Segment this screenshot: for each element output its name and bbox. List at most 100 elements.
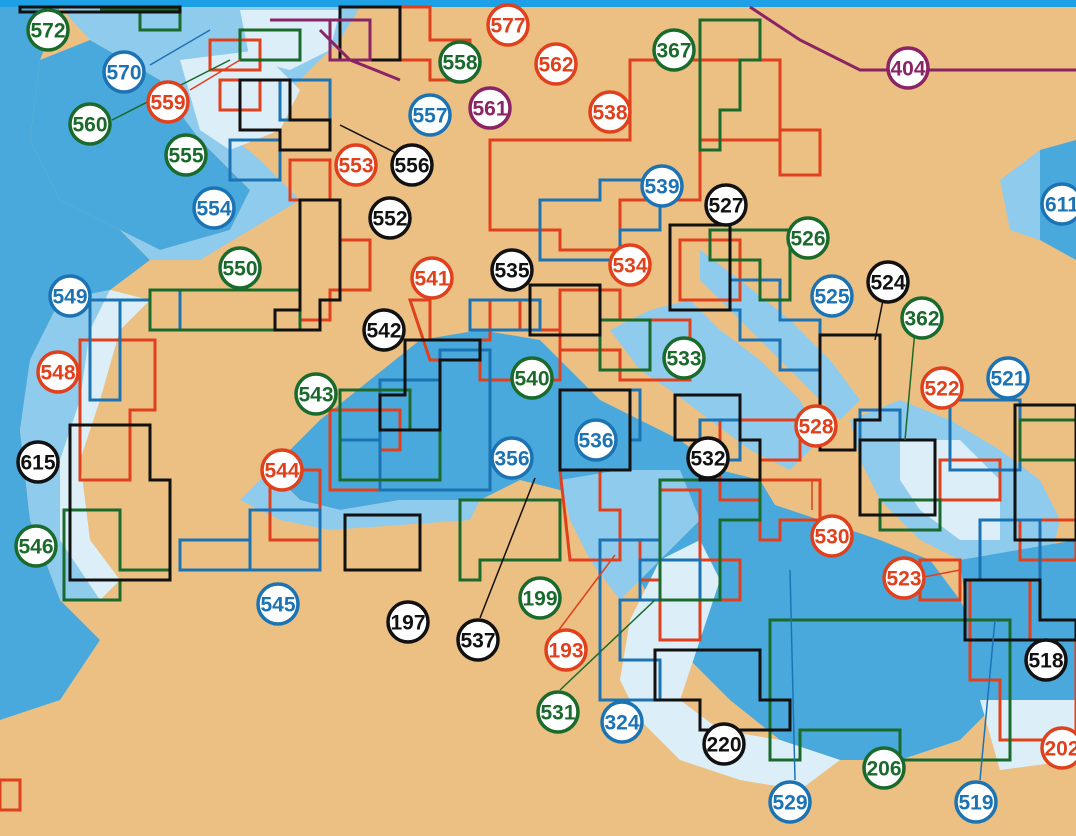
chart-label-537: 537 (456, 618, 500, 662)
chart-label-ring (794, 404, 838, 448)
chart-label-543: 543 (294, 372, 338, 416)
chart-label-ring (468, 86, 512, 130)
chart-label-number: 557 (412, 105, 447, 128)
chart-label-560: 560 (68, 102, 112, 146)
chart-label-529: 529 (768, 780, 812, 824)
chart-label-524: 524 (866, 260, 910, 304)
chart-label-202: 202 (1040, 726, 1076, 770)
chart-label-550: 550 (218, 246, 262, 290)
chart-label-number: 560 (72, 114, 107, 137)
chart-label-562: 562 (534, 42, 578, 86)
chart-label-number: 524 (870, 272, 905, 295)
chart-label-523: 523 (882, 556, 926, 600)
chart-label-558: 558 (438, 40, 482, 84)
chart-label-ring (866, 260, 910, 304)
chart-label-number: 561 (472, 98, 507, 121)
chart-label-number: 549 (52, 286, 87, 309)
chart-label-525: 525 (810, 274, 854, 318)
chart-label-ring (16, 440, 60, 484)
chart-label-ring (256, 582, 300, 626)
chart-label-542: 542 (362, 308, 406, 352)
chart-label-559: 559 (146, 80, 190, 124)
chart-label-ring (192, 186, 236, 230)
chart-label-ring (510, 356, 554, 400)
chart-label-557: 557 (408, 93, 452, 137)
chart-label-ring (920, 366, 964, 410)
chart-label-number: 538 (592, 102, 627, 125)
chart-label-ring (954, 780, 998, 824)
chart-label-522: 522 (920, 366, 964, 410)
chart-label-number: 206 (866, 758, 901, 781)
chart-label-615: 615 (16, 440, 60, 484)
chart-label-ring (294, 372, 338, 416)
chart-label-ring (386, 600, 430, 644)
chart-label-ring (786, 216, 830, 260)
chart-label-ring (490, 436, 534, 480)
chart-label-number: 529 (772, 792, 807, 815)
chart-label-554: 554 (192, 186, 236, 230)
chart-label-531: 531 (536, 690, 580, 734)
chart-label-number: 548 (40, 362, 75, 385)
chart-label-number: 550 (222, 258, 257, 281)
chart-label-ring (490, 248, 534, 292)
chart-label-number: 562 (538, 54, 573, 77)
chart-label-number: 527 (708, 195, 743, 218)
chart-label-538: 538 (588, 90, 632, 134)
chart-label-number: 202 (1044, 738, 1076, 761)
chart-label-ring (518, 576, 562, 620)
chart-label-number: 530 (814, 526, 849, 549)
chart-label-number: 532 (690, 448, 725, 471)
chart-label-ring (362, 308, 406, 352)
chart-label-number: 556 (394, 155, 429, 178)
chart-label-ring (36, 350, 80, 394)
chart-label-number: 525 (814, 286, 849, 309)
chart-label-number: 544 (264, 460, 299, 483)
chart-label-ring (600, 700, 644, 744)
chart-label-546: 546 (14, 524, 58, 568)
chart-label-ring (1040, 182, 1076, 226)
chart-label-193: 193 (544, 628, 588, 672)
chart-label-549: 549 (48, 274, 92, 318)
chart-label-220: 220 (702, 722, 746, 766)
chart-label-number: 555 (168, 145, 203, 168)
chart-label-number: 546 (18, 536, 53, 559)
chart-label-number: 518 (1028, 650, 1063, 673)
chart-label-ring (102, 50, 146, 94)
chart-label-number: 519 (958, 792, 993, 815)
leader-lines (111, 29, 996, 781)
chart-label-ring (146, 80, 190, 124)
chart-label-number: 541 (414, 268, 449, 291)
chart-label-539: 539 (640, 164, 684, 208)
chart-label-577: 577 (486, 3, 530, 47)
chart-label-ring (544, 628, 588, 672)
chart-label-526: 526 (786, 216, 830, 260)
chart-label-324: 324 (600, 700, 644, 744)
chart-label-ring (368, 196, 412, 240)
chart-label-number: 539 (644, 176, 679, 199)
chart-label-ring (702, 722, 746, 766)
chart-label-number: 522 (924, 378, 959, 401)
chart-label-521: 521 (986, 356, 1030, 400)
chart-label-ring (768, 780, 812, 824)
chart-label-527: 527 (704, 183, 748, 227)
chart-label-number: 533 (666, 348, 701, 371)
chart-label-ring (810, 274, 854, 318)
chart-label-536: 536 (574, 418, 618, 462)
chart-label-ring (26, 8, 70, 52)
chart-label-552: 552 (368, 196, 412, 240)
chart-label-561: 561 (468, 86, 512, 130)
chart-label-ring (48, 274, 92, 318)
chart-label-ring (410, 256, 454, 300)
chart-label-548: 548 (36, 350, 80, 394)
chart-label-535: 535 (490, 248, 534, 292)
chart-label-number: 197 (390, 612, 425, 635)
chart-label-number: 545 (260, 594, 295, 617)
chart-label-ring (14, 524, 58, 568)
chart-label-number: 526 (790, 228, 825, 251)
chart-label-number: 536 (578, 430, 613, 453)
chart-label-number: 356 (494, 448, 529, 471)
chart-label-ring (686, 436, 730, 480)
